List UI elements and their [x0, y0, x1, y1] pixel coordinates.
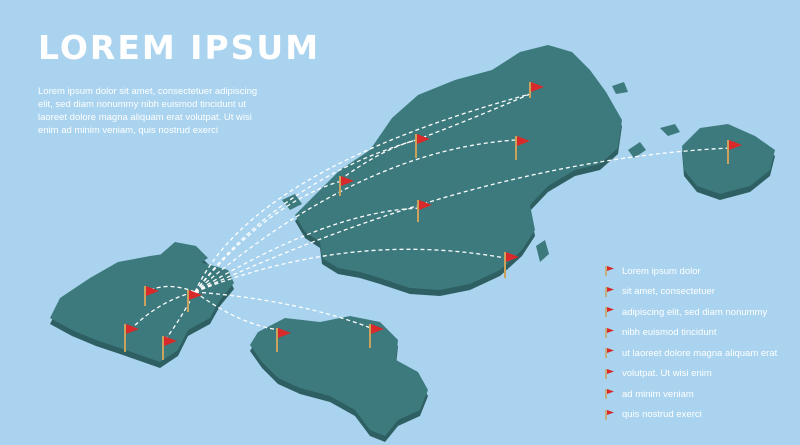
legend-item: adipiscing elit, sed diam nonummy — [604, 302, 777, 323]
intro-paragraph: Lorem ipsum dolor sit amet, consectetuer… — [38, 86, 258, 136]
island-north — [612, 82, 628, 94]
island-madagascar — [536, 240, 549, 262]
greenland — [160, 242, 208, 266]
legend-label: sit amet, consectetuer — [622, 286, 715, 298]
flag-icon — [417, 200, 432, 222]
flag-icon — [605, 307, 614, 318]
flag-icon — [529, 82, 544, 98]
flag-icon — [187, 290, 202, 312]
flag-icon — [727, 140, 742, 164]
flag-icon — [276, 328, 291, 352]
flag-icon — [605, 266, 614, 277]
legend-item: sit amet, consectetuer — [604, 282, 777, 303]
route-line — [194, 291, 377, 331]
flag-icon — [162, 336, 177, 360]
flag-icon — [605, 409, 614, 420]
flag-icon — [605, 286, 614, 297]
flag-icon — [605, 327, 614, 338]
landmasses — [50, 45, 775, 436]
north-america — [50, 252, 234, 362]
flag-icon — [339, 176, 354, 196]
legend-item: quis nostrud exerci — [604, 405, 777, 426]
legend-label: adipiscing elit, sed diam nonummy — [622, 306, 768, 318]
legend-label: ad minim veniam — [622, 388, 694, 400]
legend-label: Lorem ipsum dolor — [622, 265, 701, 277]
flags — [124, 82, 742, 360]
legend-item: nibh euismod tincidunt — [604, 323, 777, 344]
legend-item: ut laoreet dolore magna aliquam erat — [604, 343, 777, 364]
flag-icon — [605, 389, 614, 400]
legend-item: ad minim veniam — [604, 384, 777, 405]
island-japan — [628, 142, 646, 158]
route-line — [194, 139, 517, 293]
flag-icon — [515, 136, 530, 160]
south-america — [250, 316, 428, 436]
legend-label: ut laoreet dolore magna aliquam erat — [622, 347, 778, 359]
route-lines — [129, 93, 731, 341]
flag-icon — [144, 286, 159, 306]
flag-icon — [504, 252, 519, 278]
route-line — [194, 139, 417, 293]
route-line — [129, 291, 196, 331]
route-line — [194, 248, 506, 293]
route-line — [339, 139, 417, 181]
route-line — [194, 207, 423, 293]
legend-label: volutpat. Ut wisi enim — [622, 368, 712, 380]
route-line — [194, 147, 731, 293]
legend-label: quis nostrud exerci — [622, 409, 702, 421]
flag-icon — [605, 368, 614, 379]
flag-icon — [605, 348, 614, 359]
page-title: LOREM IPSUM — [38, 28, 321, 67]
eurasia-africa — [295, 45, 622, 290]
legend-label: nibh euismod tincidunt — [622, 327, 717, 339]
legend-item: Lorem ipsum dolor — [604, 261, 777, 282]
flag-icon — [124, 324, 139, 352]
route-line — [194, 291, 281, 331]
island-west — [282, 194, 302, 210]
island-nz — [660, 124, 680, 136]
legend-item: volutpat. Ut wisi enim — [604, 364, 777, 385]
legend-list: Lorem ipsum dolor sit amet, consectetuer… — [604, 261, 777, 425]
route-line — [194, 179, 346, 293]
route-line — [415, 93, 531, 141]
flag-icon — [369, 324, 384, 348]
route-line — [194, 93, 531, 293]
flag-icon — [415, 134, 430, 158]
